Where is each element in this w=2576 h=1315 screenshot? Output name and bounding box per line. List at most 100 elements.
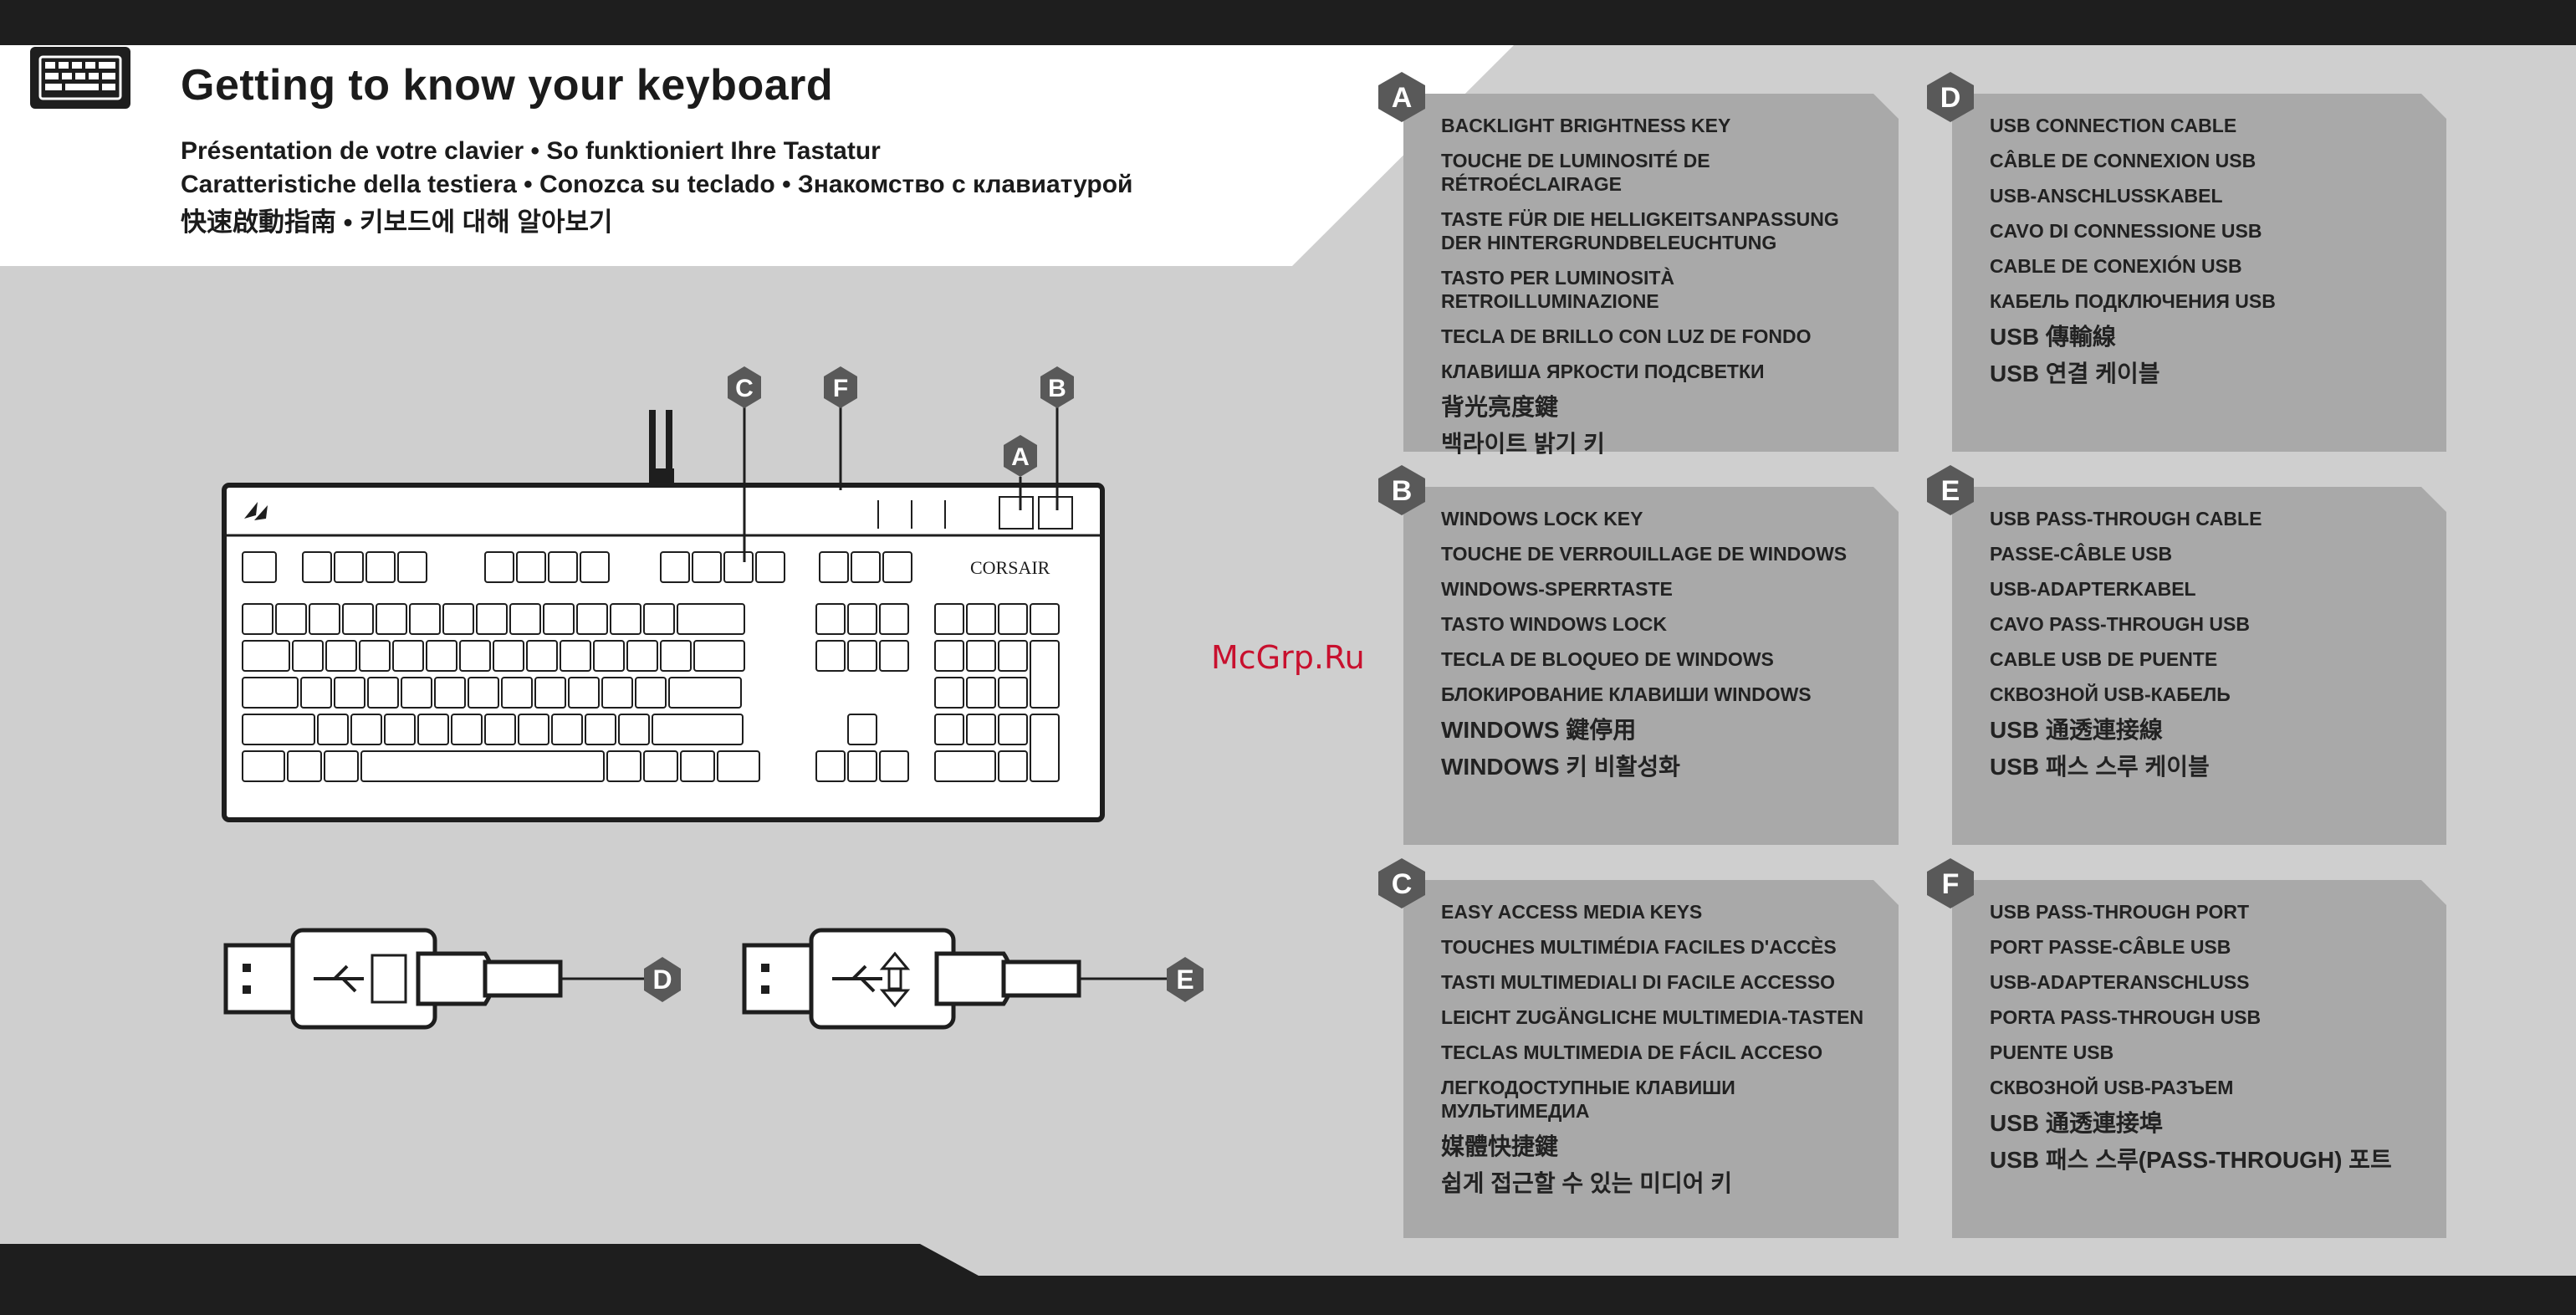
key [242,677,299,709]
callout-f: F [824,366,857,408]
key [543,603,575,635]
key [879,750,909,782]
key [998,714,1028,745]
panel-line: EASY ACCESS MEDIA KEYS [1441,901,1703,923]
callout-c: C [728,366,761,408]
header-background [0,45,1514,266]
key [934,677,964,709]
key [275,603,307,635]
key [717,750,760,782]
svg-text:F: F [833,375,848,402]
key [526,640,558,672]
key [847,750,877,782]
key [643,750,678,782]
watermark: McGrp.Ru [1211,639,1365,676]
key [660,640,692,672]
key [652,714,744,745]
panel-c: EASY ACCESS MEDIA KEYS TOUCHES MULTIMÉDIA… [1441,900,1876,1208]
key [879,603,909,635]
panel-line: USB PASS-THROUGH CABLE [1990,508,2262,530]
key [317,714,349,745]
callout-b: B [1040,366,1074,408]
key [626,640,658,672]
key [518,714,549,745]
key [342,603,374,635]
key [392,640,424,672]
key [426,640,457,672]
brand-logo: CORSAIR [970,557,1050,578]
panel-f: USB PASS-THROUGH PORT PORT PASSE-CÂBLE US… [1990,900,2425,1185]
svg-text:D: D [1940,82,1961,114]
key [292,640,324,672]
key [998,750,1028,782]
key [934,750,996,782]
panel-line: TASTO WINDOWS LOCK [1441,613,1668,635]
key [601,677,633,709]
panel-e: USB PASS-THROUGH CABLE PASSE-CÂBLE USB USB… [1990,507,2425,791]
key [350,714,382,745]
svg-text:C: C [1392,868,1413,900]
panel-line: КАБЕЛЬ ПОДКЛЮЧЕНИЯ USB [1990,290,2276,312]
panel-line: USB CONNECTION CABLE [1990,115,2237,136]
key [610,603,641,635]
key [966,714,996,745]
panel-line: PASSE-CÂBLE USB [1990,543,2173,565]
key [966,640,996,672]
key [534,677,566,709]
key [1030,603,1060,635]
key [551,714,583,745]
panel-line: USB 通透連接線 [1990,717,2163,743]
panel-line: WINDOWS LOCK KEY [1441,508,1643,530]
key [1030,714,1060,782]
key [585,714,616,745]
usb-icon [314,965,882,993]
key [1030,640,1060,709]
key [324,750,359,782]
panels-shapes [1403,94,2446,1238]
panel-d: USB CONNECTION CABLE CÂBLE DE CONNEXION U… [1990,114,2425,398]
key [966,677,996,709]
up-down-arrow-icon [879,951,911,1008]
svg-text:B: B [1048,375,1066,402]
panel-line: 쉽게 접근할 수 있는 미디어 키 [1441,1170,1733,1196]
svg-text:A: A [1392,82,1413,114]
key [325,640,357,672]
key [493,640,524,672]
panel-line: БЛОКИРОВАНИЕ КЛАВИШИ WINDOWS [1441,683,1812,705]
callout-d: D [644,957,681,1002]
key [300,677,332,709]
key [287,750,322,782]
panel-badge-f: F [1924,857,1977,914]
svg-text:F: F [1942,868,1960,900]
key [680,750,715,782]
key [476,603,508,635]
panel-line: 背光亮度鍵 [1441,394,1559,420]
key [847,714,877,745]
key [376,603,407,635]
panel-line: CAVO DI CONNESSIONE USB [1990,220,2262,242]
key [879,640,909,672]
panel-line: КЛАВИША ЯРКОСТИ ПОДСВЕТКИ [1441,361,1765,382]
key [334,677,365,709]
key [560,640,591,672]
key [242,714,315,745]
usb-port-icon [371,954,407,1004]
key [434,677,466,709]
key [509,603,541,635]
panel-badge-a: A [1375,70,1429,128]
panel-line: СКВОЗНОЙ USB-КАБЕЛЬ [1990,683,2231,705]
panel-badge-b: B [1375,463,1429,521]
svg-text:D: D [652,965,672,995]
panel-line: PORT PASSE-CÂBLE USB [1990,936,2231,958]
panel-line: CÂBLE DE CONNEXION USB [1990,150,2257,171]
page-title: Getting to know your keyboard [181,61,834,110]
key [934,640,964,672]
panel-badge-d: D [1924,70,1977,128]
panel-line: СКВОЗНОЙ USB-РАЗЪЕМ [1990,1077,2234,1098]
panel-line: USB-ADAPTERANSCHLUSS [1990,971,2250,993]
panel-line: USB PASS-THROUGH PORT [1990,901,2250,923]
key [384,714,416,745]
panel-line: PUENTE USB [1990,1041,2114,1063]
panel-line: TOUCHES MULTIMÉDIA FACILES D'ACCÈS [1441,936,1837,958]
